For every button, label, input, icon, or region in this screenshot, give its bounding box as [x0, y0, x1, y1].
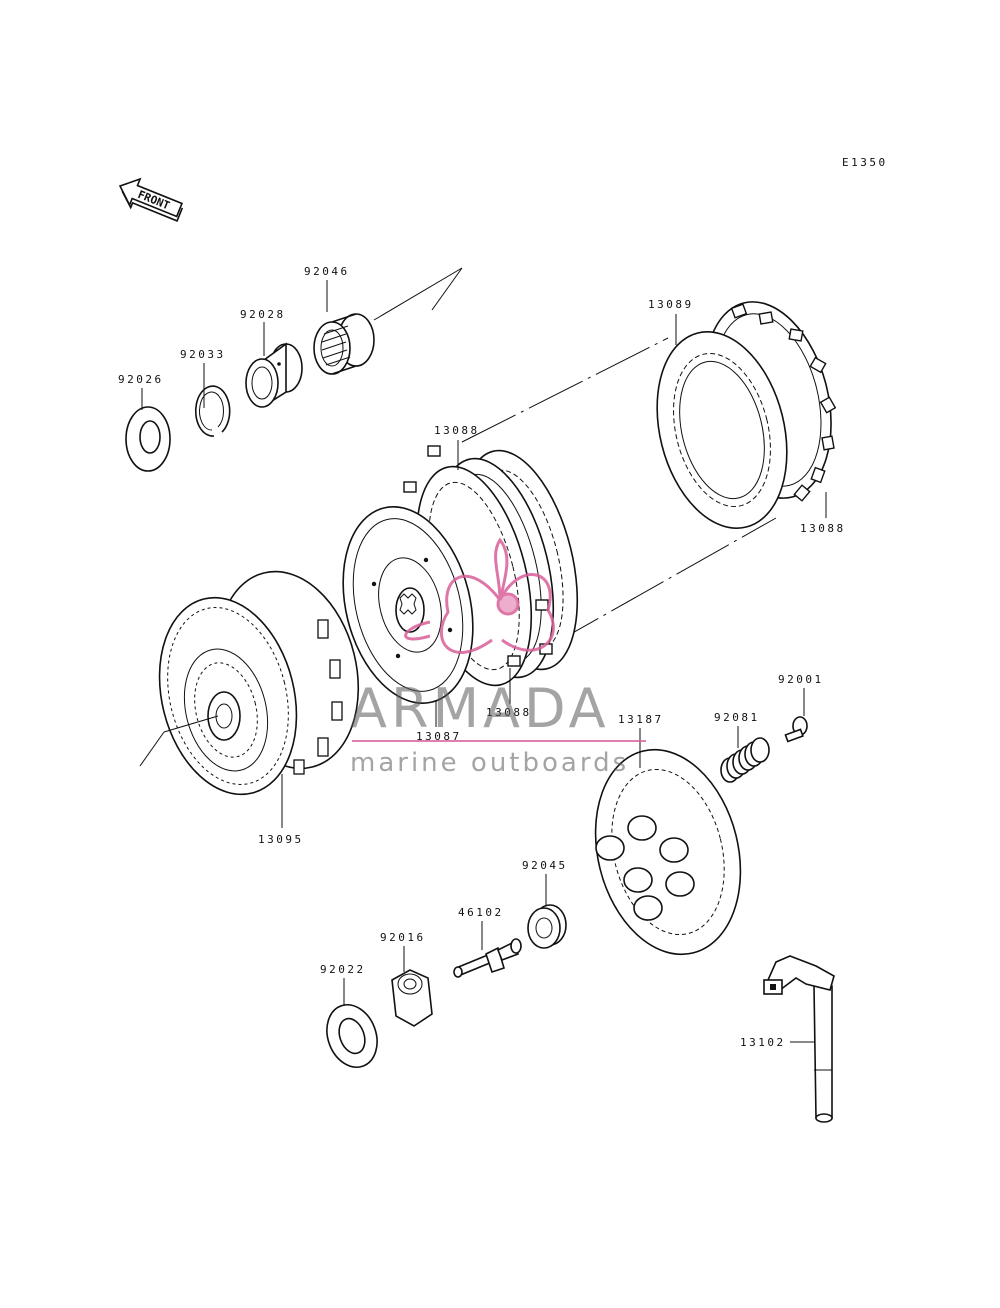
part-label-13187: 13187: [618, 713, 664, 726]
part-label-13088-mid: 13088: [486, 706, 532, 719]
part-label-92016: 92016: [380, 931, 426, 944]
part-label-13088-right: 13088: [800, 522, 846, 535]
watermark-brand: ARMADA: [350, 677, 610, 740]
bolt-92001: [784, 716, 808, 743]
front-arrow-icon: FRONT: [118, 177, 184, 222]
clutch-housing-13095: [158, 570, 360, 796]
needle-bearing-92046: [313, 313, 375, 375]
part-label-92001: 92001: [778, 673, 824, 686]
part-label-92033: 92033: [180, 348, 226, 361]
bushing-92028: [245, 342, 303, 408]
watermark-tagline: marine outboards: [350, 748, 629, 778]
part-label-13089: 13089: [648, 298, 694, 311]
part-label-92046: 92046: [304, 265, 350, 278]
circlip-92033: [194, 385, 231, 437]
diagram-code: E1350: [842, 156, 888, 169]
watermark-logo-icon: [404, 537, 555, 654]
part-label-46102: 46102: [458, 906, 504, 919]
washer-92026: [125, 406, 171, 472]
part-label-13095: 13095: [258, 833, 304, 846]
clutch-hub-13087: [342, 506, 474, 704]
part-label-13102: 13102: [740, 1036, 786, 1049]
spring-92081: [720, 737, 770, 783]
washer-92022: [326, 1004, 378, 1068]
release-shaft-13102: [763, 955, 835, 1123]
nut-92016: [391, 969, 433, 1027]
steel-plate-13089: [656, 331, 788, 529]
part-label-13088-top: 13088: [434, 424, 480, 437]
ball-bearing-92045: [527, 904, 567, 949]
part-label-92022: 92022: [320, 963, 366, 976]
part-label-92045: 92045: [522, 859, 568, 872]
push-rod-46102: [453, 938, 522, 978]
part-label-92026: 92026: [118, 373, 164, 386]
watermark: ARMADA marine outboards: [350, 537, 646, 778]
pressure-plate-13187: [594, 748, 742, 956]
part-label-92028: 92028: [240, 308, 286, 321]
part-label-92081: 92081: [714, 711, 760, 724]
part-label-13087: 13087: [416, 730, 462, 743]
